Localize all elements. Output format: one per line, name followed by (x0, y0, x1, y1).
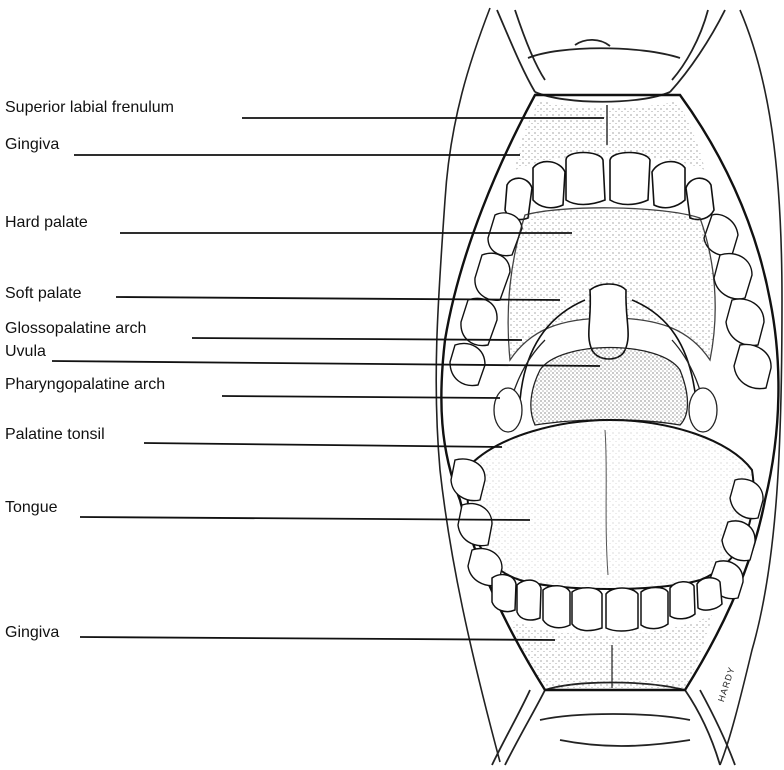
lower-lip (492, 683, 735, 766)
label-glossopalatine-arch: Glossopalatine arch (5, 320, 146, 338)
tongue-stipple (467, 420, 753, 589)
leader-line-uvula (52, 361, 600, 366)
leader-line-gingiva-lower (80, 637, 555, 640)
upper-lip (497, 10, 725, 102)
label-soft-palate: Soft palate (5, 285, 82, 303)
label-palatine-tonsil: Palatine tonsil (5, 426, 105, 444)
label-gingiva-lower: Gingiva (5, 624, 59, 642)
label-pharyngopalatine-arch: Pharyngopalatine arch (5, 376, 165, 394)
label-gingiva-upper: Gingiva (5, 136, 59, 154)
leader-line-pharyngopalatine-arch (222, 396, 500, 398)
label-superior-labial-frenulum: Superior labial frenulum (5, 99, 174, 117)
label-tongue: Tongue (5, 499, 58, 517)
label-hard-palate: Hard palate (5, 214, 88, 232)
pharynx-area (531, 348, 688, 426)
label-uvula: Uvula (5, 343, 46, 361)
leader-line-palatine-tonsil (144, 443, 502, 447)
